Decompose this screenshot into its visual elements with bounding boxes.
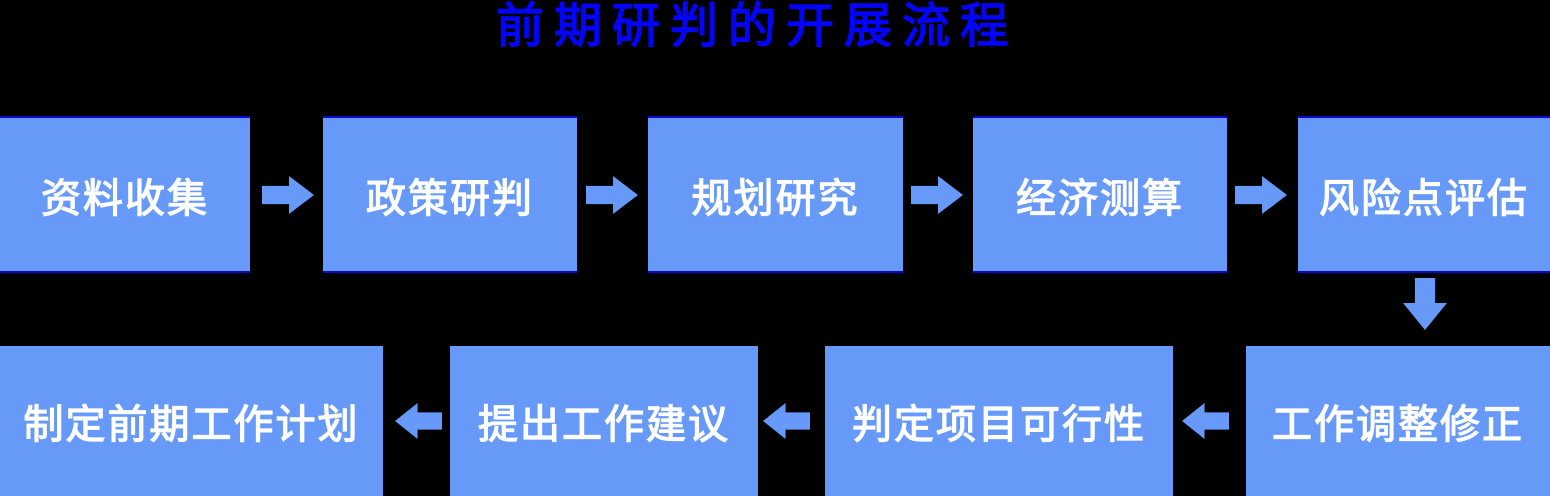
arrow-right-icon	[586, 176, 638, 214]
box-risk-assessment: 风险点评估	[1298, 116, 1550, 273]
box-data-collection-label: 资料收集	[41, 175, 209, 222]
box-preliminary-work-plan-label: 制定前期工作计划	[23, 402, 360, 448]
box-economic-calculation: 经济测算	[973, 116, 1227, 273]
box-work-suggestions-label: 提出工作建议	[478, 402, 730, 448]
box-policy-analysis-label: 政策研判	[366, 175, 534, 222]
box-project-feasibility-label: 判定项目可行性	[852, 402, 1146, 448]
box-planning-research-label: 规划研究	[691, 175, 860, 222]
box-work-adjustment-label: 工作调整修正	[1272, 402, 1524, 448]
box-policy-analysis: 政策研判	[323, 116, 577, 273]
box-work-suggestions: 提出工作建议	[450, 346, 758, 496]
arrow-left-icon	[1182, 403, 1229, 439]
arrow-down-icon	[1403, 278, 1447, 330]
box-risk-assessment-label: 风险点评估	[1319, 175, 1529, 222]
box-economic-calculation-label: 经济测算	[1016, 175, 1184, 222]
arrow-right-icon	[262, 176, 314, 214]
arrow-right-icon	[911, 176, 963, 214]
box-planning-research: 规划研究	[648, 116, 903, 273]
box-preliminary-work-plan: 制定前期工作计划	[0, 346, 383, 496]
box-project-feasibility: 判定项目可行性	[825, 346, 1173, 496]
diagram-title: 前期研判的开展流程	[495, 0, 1018, 54]
arrow-right-icon	[1235, 176, 1287, 214]
box-data-collection: 资料收集	[0, 116, 250, 273]
box-work-adjustment: 工作调整修正	[1246, 346, 1550, 496]
arrow-left-icon	[395, 403, 442, 439]
arrow-left-icon	[763, 403, 810, 439]
